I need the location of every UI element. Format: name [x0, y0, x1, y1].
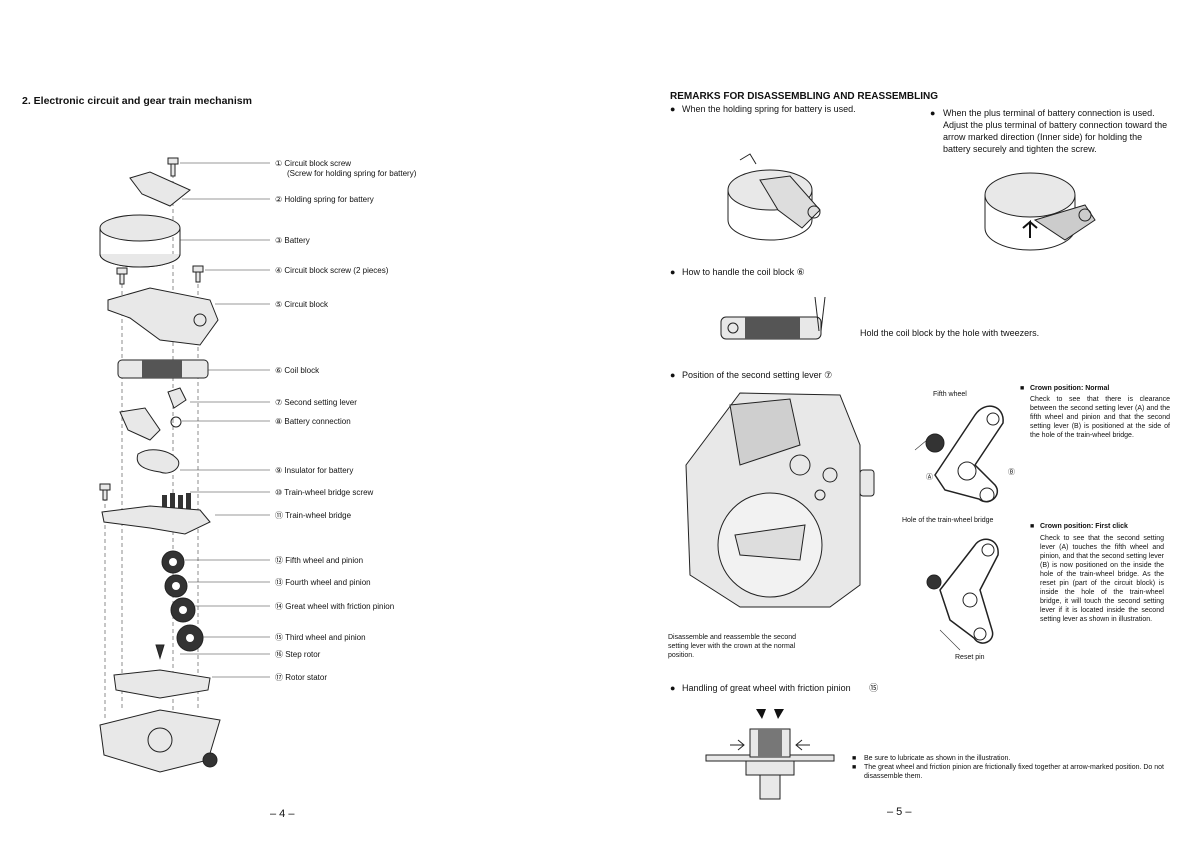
coil-block-tweezers-illustration — [720, 296, 826, 340]
remarks-title: REMARKS FOR DISASSEMBLING AND REASSEMBLI… — [670, 91, 938, 102]
part-label-6: ⑥ Coil block — [275, 366, 320, 375]
reset-pin-label: Reset pin — [955, 654, 985, 661]
movement-illustration — [685, 392, 875, 608]
part-label-15: ⑮ Third wheel and pinion — [275, 633, 366, 642]
movement-caption: Disassemble and reassemble the second se… — [668, 634, 797, 659]
second-setting-lever-heading: ●Position of the second setting lever ⑦ — [670, 370, 833, 380]
great-wheel-heading: ●Handling of great wheel with friction p… — [670, 683, 879, 693]
part-label-10: ⑩ Train-wheel bridge screw — [275, 488, 374, 497]
part-label-1: ① Circuit block screw (Screw for holding… — [275, 159, 417, 178]
hole-label: Hole of the train-wheel bridge — [902, 517, 994, 524]
battery-icon — [99, 214, 181, 268]
part-label-12: ⑫ Fifth wheel and pinion — [275, 556, 364, 565]
great-wheel-illustration — [705, 709, 835, 800]
crown-first-click-note: ■Crown position: First click Check to se… — [1030, 523, 1164, 623]
part-label-17: ⑰ Rotor stator — [275, 673, 328, 682]
circuit-block-screw-icon — [167, 157, 179, 177]
page-number-left: – 4 – — [270, 808, 295, 820]
holding-spring-icon — [129, 171, 191, 207]
lever-first-click-illustration — [926, 538, 999, 651]
part-label-4: ④ Circuit block screw (2 pieces) — [275, 266, 389, 275]
lever-label-a: Ⓐ — [926, 474, 933, 481]
leader-lines — [180, 162, 270, 678]
bullet-holding-spring: ●When the holding spring for battery is … — [670, 104, 856, 114]
part-label-8: ⑧ Battery connection — [275, 417, 351, 426]
train-wheel-bridge-icon — [101, 505, 211, 535]
great-wheel-notes: ■Be sure to lubricate as shown in the il… — [852, 755, 1164, 780]
part-label-13: ⑬ Fourth wheel and pinion — [275, 578, 371, 587]
lever-normal-illustration — [914, 405, 1004, 503]
coil-block-icon — [117, 359, 209, 379]
page-number-right: – 5 – — [887, 806, 912, 818]
fifth-wheel-label: Fifth wheel — [933, 391, 967, 398]
bullet-plus-terminal: ● When the plus terminal of battery conn… — [930, 108, 1168, 154]
part-label-2: ② Holding spring for battery — [275, 195, 374, 204]
battery-connection-icon — [119, 407, 161, 441]
exploded-view-diagram — [99, 157, 221, 773]
part-label-14: ⑭ Great wheel with friction pinion — [275, 602, 395, 611]
part-label-3: ③ Battery — [275, 236, 310, 245]
lever-label-b: Ⓑ — [1008, 469, 1015, 476]
part-label-16: ⑯ Step rotor — [275, 650, 321, 659]
coil-block-heading: ●How to handle the coil block ⑥ — [670, 267, 805, 277]
plus-terminal-illustration — [984, 172, 1096, 251]
holding-spring-illustration — [727, 153, 821, 241]
circuit-block-icon — [107, 287, 219, 346]
part-label-11: ⑪ Train-wheel bridge — [275, 511, 352, 520]
part-label-5: ⑤ Circuit block — [275, 300, 328, 309]
section-title: 2. Electronic circuit and gear train mec… — [22, 95, 252, 107]
crown-normal-note: ■Crown position: Normal Check to see tha… — [1020, 385, 1170, 439]
main-plate-icon — [99, 709, 221, 773]
coil-block-caption: Hold the coil block by the hole with twe… — [860, 328, 1040, 338]
part-label-7: ⑦ Second setting lever — [275, 398, 357, 407]
gear-train-icon — [155, 550, 204, 660]
part-label-9: ⑨ Insulator for battery — [275, 466, 354, 475]
